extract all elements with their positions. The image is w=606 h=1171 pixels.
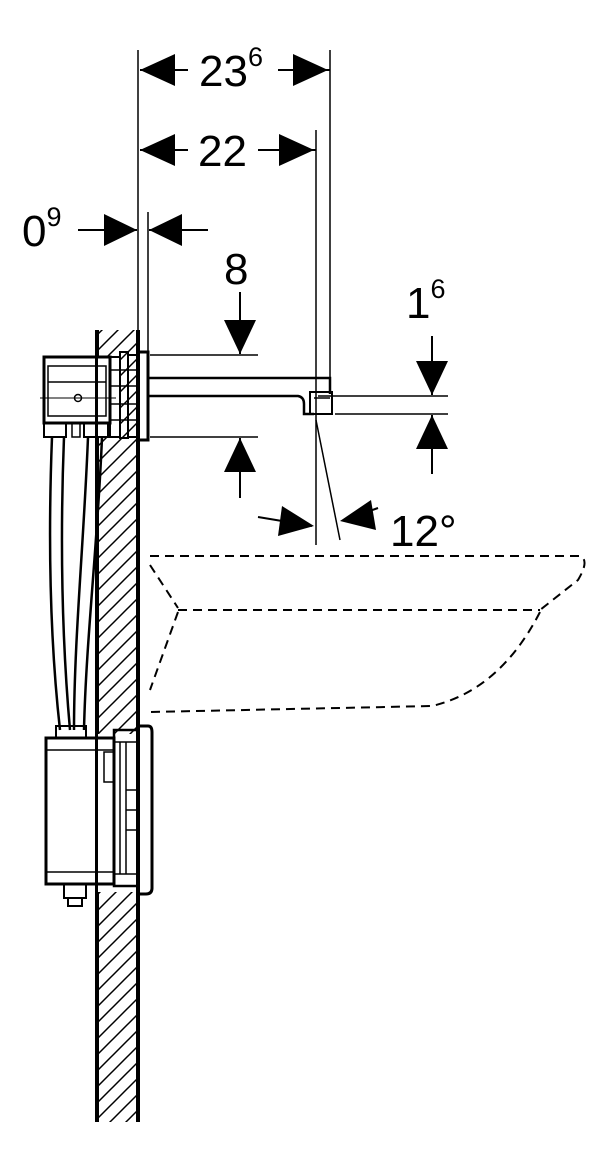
arrow-down-icon (416, 361, 448, 395)
arrow-right-icon (278, 506, 314, 536)
dim-label-12-degrees: 12° (390, 507, 457, 556)
arrow-left-icon (140, 54, 175, 86)
arrow-right-icon (293, 54, 328, 86)
arrow-left-icon (340, 500, 376, 530)
dim-label-8: 8 (224, 245, 248, 294)
washbasin-outline (149, 555, 586, 713)
dim-label-0-9: 09 (22, 202, 62, 256)
arrow-up-icon (416, 415, 448, 449)
arrow-right-icon (279, 134, 314, 166)
arrow-down-icon (224, 320, 256, 354)
dimension-1-6: 16 (406, 274, 448, 474)
arrow-left-icon (140, 134, 175, 166)
arrow-up-icon (224, 438, 256, 472)
dimension-8: 8 (224, 245, 256, 498)
arrow-right-icon (104, 214, 137, 246)
arrow-left-icon (149, 214, 182, 246)
spout-mounting-box (42, 351, 138, 439)
control-unit-box (44, 724, 154, 907)
dimension-23-6: 236 (140, 40, 330, 96)
spout (148, 376, 333, 416)
dim-label-1-6: 16 (406, 274, 446, 328)
dimension-0-9: 09 (22, 202, 208, 256)
angle-12-degrees: 12° (257, 500, 457, 556)
dim-label-23-6: 236 (199, 42, 263, 96)
dim-label-22: 22 (198, 127, 247, 176)
flexible-hoses (48, 436, 104, 739)
wall-section (95, 330, 140, 1122)
extension-lines (40, 50, 448, 545)
dimension-22: 22 (140, 122, 316, 176)
